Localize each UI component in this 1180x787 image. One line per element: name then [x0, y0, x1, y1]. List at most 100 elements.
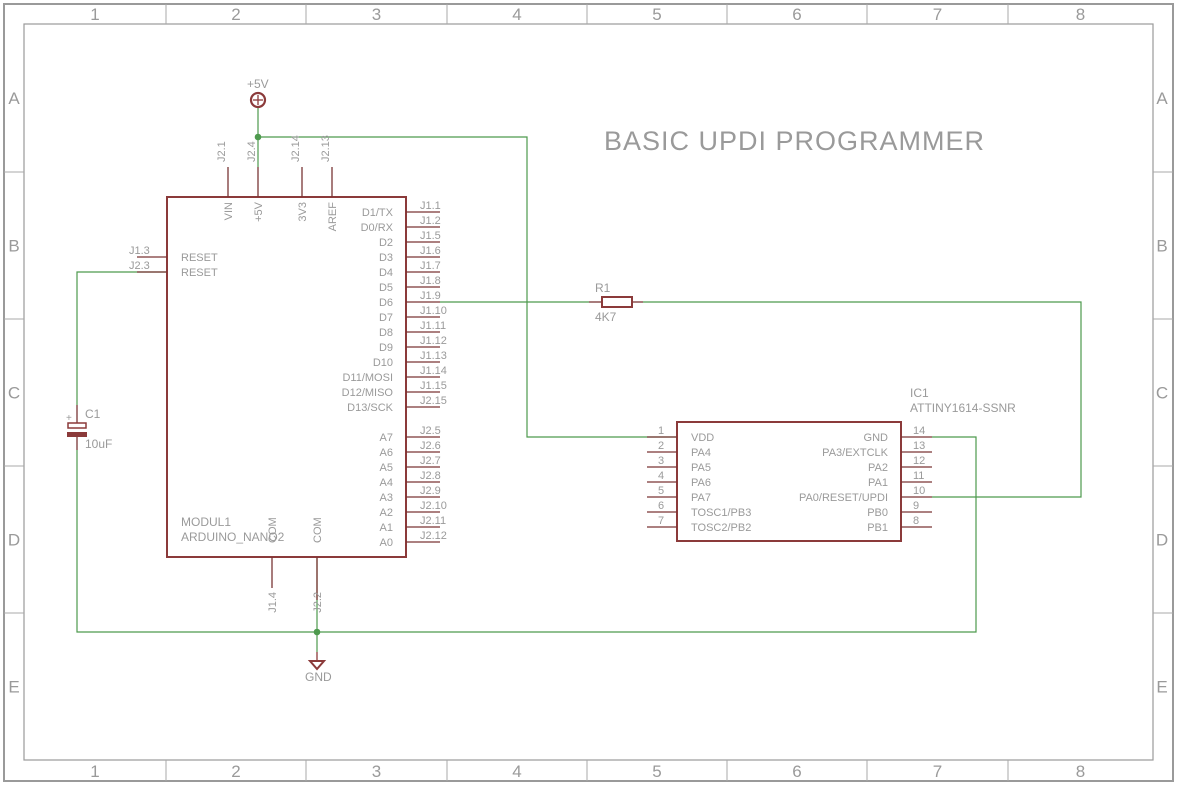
pin-name-label: 3V3 [297, 202, 309, 222]
pin-pad-label: J2.7 [420, 455, 441, 467]
column-marker-bottom: 4 [512, 762, 521, 781]
pin-name-label: D8 [379, 327, 393, 339]
arduino-pin-right[interactable]: J1.2D0/RX [361, 215, 441, 234]
pin-name-label: A7 [380, 432, 393, 444]
row-marker-right: B [1156, 237, 1167, 256]
pin-name-label: A6 [380, 447, 393, 459]
attiny-ic[interactable]: IC1 ATTINY1614-SSNR 1VDD2PA43PA54PA65PA7… [647, 386, 1016, 542]
capacitor-name: C1 [85, 407, 101, 421]
column-marker-top: 6 [792, 5, 801, 24]
arduino-pin-right[interactable]: J2.5A7 [380, 425, 441, 444]
pin-pad-label: J1.15 [420, 380, 447, 392]
pin-name-label: A1 [380, 522, 393, 534]
arduino-pin-right[interactable]: J2.9A3 [380, 485, 441, 504]
pin-pad-label: J2.15 [420, 395, 447, 407]
column-marker-bottom: 6 [792, 762, 801, 781]
supply-5v[interactable]: +5V [247, 77, 269, 109]
arduino-pin-right[interactable]: J2.8A4 [380, 470, 441, 489]
pin-name-label: D4 [379, 267, 393, 279]
pin-name-label: VDD [691, 432, 714, 444]
capacitor-value: 10uF [85, 437, 112, 451]
column-marker-bottom: 7 [933, 762, 942, 781]
wire-gnd-net[interactable] [76, 436, 977, 633]
wire-5v-net[interactable] [257, 108, 677, 438]
arduino-pin-right[interactable]: J2.7A5 [380, 455, 441, 474]
pin-number-label: 6 [658, 500, 664, 512]
column-marker-top: 3 [372, 5, 381, 24]
pin-pad-label: J1.2 [420, 215, 441, 227]
pin-pad-label: J2.13 [320, 135, 332, 162]
ground-symbol-icon [307, 660, 327, 671]
pin-name-label: PB1 [867, 522, 888, 534]
arduino-pin-right[interactable]: J2.6A6 [380, 440, 441, 459]
pin-name-label: VIN [223, 202, 235, 220]
arduino-pin-right[interactable]: J1.9D6 [379, 290, 441, 309]
arduino-pin-right[interactable]: J1.5D2 [379, 230, 441, 249]
pin-name-label: RESET [181, 267, 218, 279]
row-marker-right: A [1156, 89, 1168, 108]
resistor-r1[interactable]: R1 4K7 [589, 281, 643, 324]
pin-pad-label: J1.13 [420, 350, 447, 362]
row-marker-right: D [1156, 531, 1168, 550]
pin-name-label: AREF [327, 202, 339, 232]
pin-pad-label: J1.14 [420, 365, 447, 377]
arduino-name: MODUL1 [181, 515, 231, 529]
pin-pad-label: J1.1 [420, 200, 441, 212]
capacitor-polarity: + [66, 413, 72, 424]
capacitor-c1[interactable]: + C1 10uF [66, 405, 112, 451]
pin-pad-label: J2.4 [246, 141, 258, 162]
wire-reset-c1[interactable] [76, 271, 166, 405]
capacitor-plate-negative [67, 432, 87, 437]
arduino-pin-right[interactable]: J1.8D5 [379, 275, 441, 294]
pin-name-label: PA1 [868, 477, 888, 489]
pin-name-label: +5V [253, 201, 265, 222]
pin-name-label: PA3/EXTCLK [822, 447, 888, 459]
pin-pad-label: J1.8 [420, 275, 441, 287]
pin-name-label: COM [312, 517, 324, 543]
arduino-pin-right[interactable]: J1.1D1/TX [362, 200, 441, 219]
arduino-pin-right[interactable]: J1.6D3 [379, 245, 441, 264]
wire-r1-updi[interactable] [643, 301, 1082, 498]
arduino-pin-top[interactable]: J2.4 +5V [246, 141, 265, 222]
gnd-label: GND [305, 670, 332, 684]
supply-gnd[interactable]: GND [305, 652, 332, 684]
ic-value: ATTINY1614-SSNR [910, 401, 1016, 415]
pin-number-label: 9 [913, 500, 919, 512]
arduino-pin-right[interactable]: J1.7D4 [379, 260, 441, 279]
